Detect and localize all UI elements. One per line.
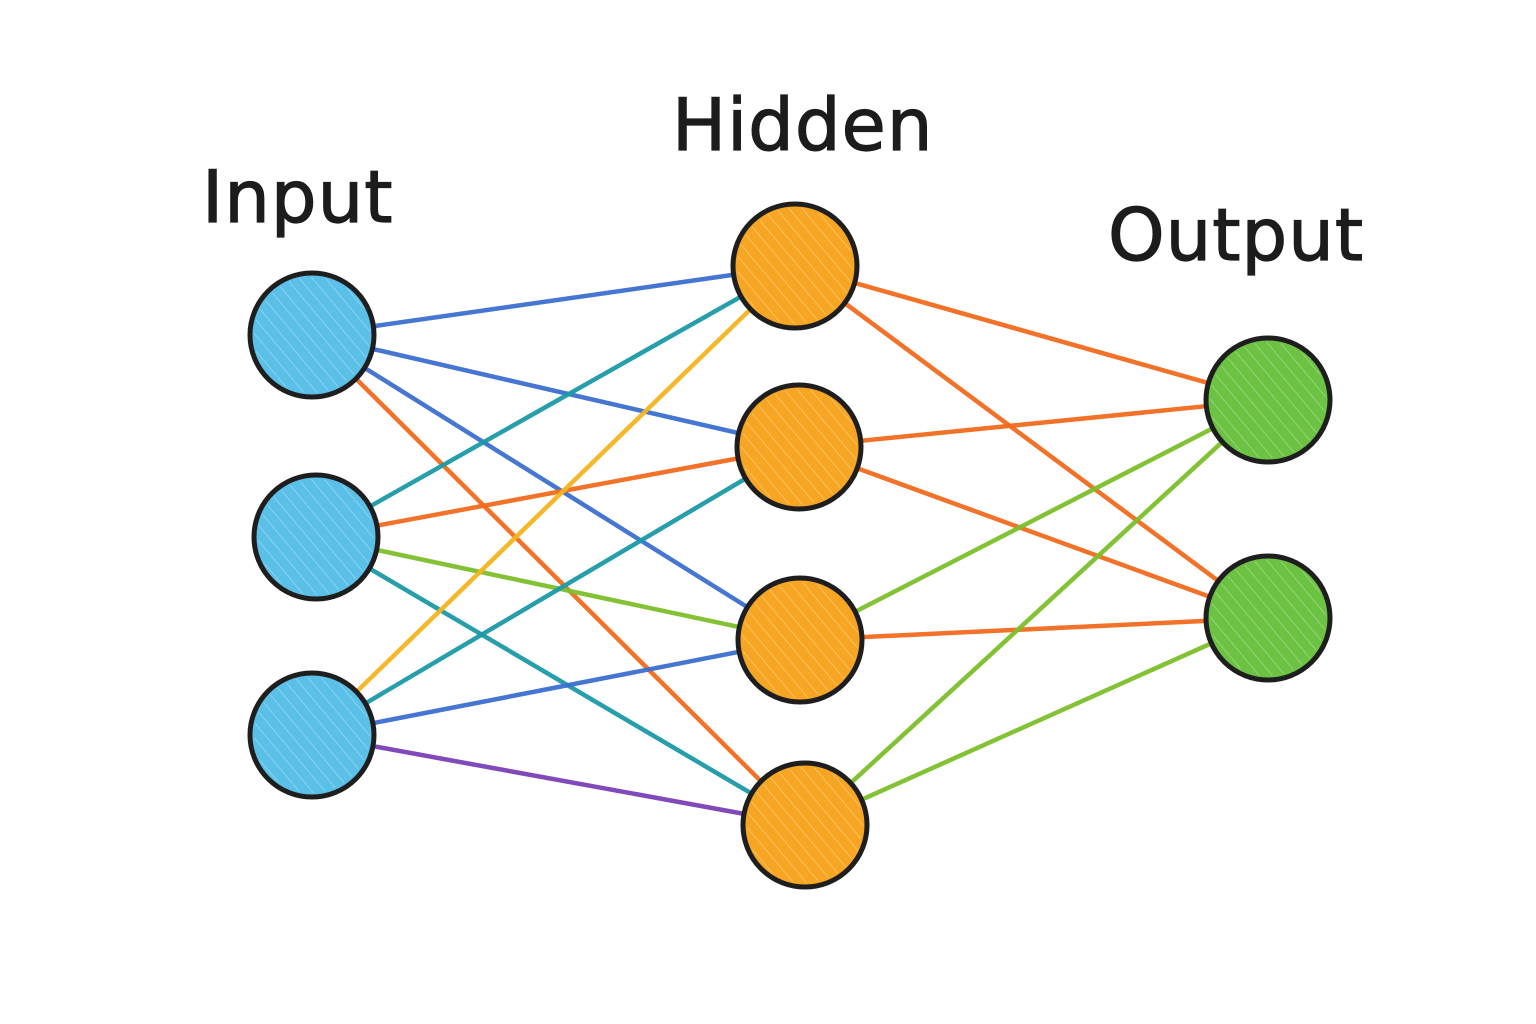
- connection-hidden-0-to-output-1: [842, 300, 1221, 584]
- connection-hidden-3-to-output-0: [848, 439, 1225, 786]
- layer-label-hidden: Hidden: [672, 83, 933, 167]
- layer-label-input: Input: [202, 155, 393, 239]
- connection-input-2-to-hidden-0: [354, 306, 753, 695]
- connection-input-1-to-hidden-3: [367, 566, 754, 796]
- connection-input-0-to-hidden-2: [362, 365, 750, 610]
- output-node-2: [1203, 553, 1333, 683]
- hidden-node-1: [730, 201, 860, 331]
- connection-input-1-to-hidden-1: [374, 456, 741, 528]
- connections: [353, 272, 1225, 817]
- layer-label-output: Output: [1108, 193, 1364, 277]
- connection-hidden-2-to-output-1: [859, 618, 1209, 640]
- input-node-1: [247, 270, 377, 400]
- connection-hidden-0-to-output-0: [852, 280, 1211, 386]
- input-node-3: [247, 670, 377, 800]
- connection-hidden-2-to-output-0: [852, 426, 1216, 614]
- connection-hidden-3-to-output-1: [859, 641, 1214, 802]
- connection-hidden-1-to-output-1: [854, 465, 1213, 600]
- connection-input-1-to-hidden-0: [367, 294, 744, 509]
- output-node-1: [1203, 335, 1333, 465]
- connection-input-2-to-hidden-3: [370, 743, 747, 817]
- connection-input-0-to-hidden-3: [353, 376, 764, 784]
- hidden-node-4: [740, 760, 870, 890]
- nodes: [247, 201, 1333, 890]
- connection-input-0-to-hidden-0: [371, 272, 736, 329]
- hidden-node-2: [734, 382, 864, 512]
- input-node-2: [251, 472, 381, 602]
- connection-input-2-to-hidden-1: [363, 476, 748, 706]
- connection-input-0-to-hidden-1: [370, 346, 741, 436]
- connection-hidden-1-to-output-0: [858, 403, 1209, 444]
- hidden-node-3: [735, 575, 865, 705]
- connection-input-2-to-hidden-2: [370, 649, 742, 726]
